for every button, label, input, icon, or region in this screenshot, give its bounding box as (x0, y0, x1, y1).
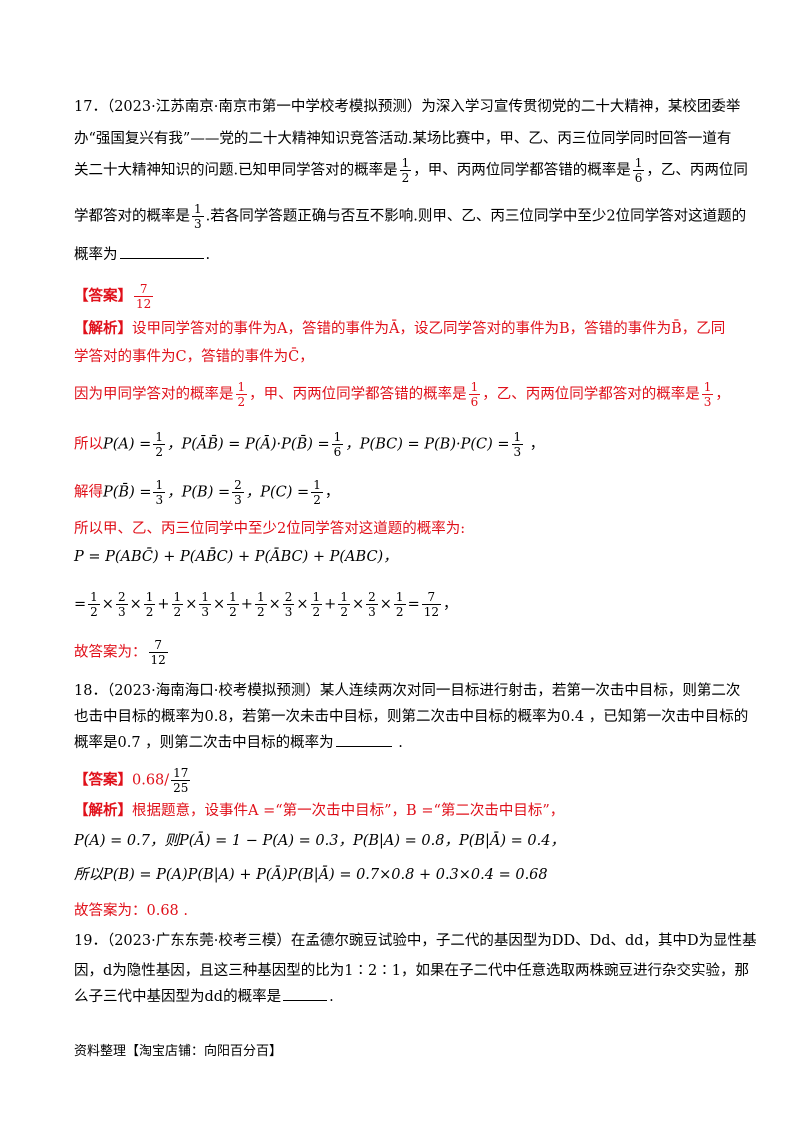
analysis-text: 因为甲同学答对的概率是 (74, 386, 234, 403)
q17-line-2: 办“强国复兴有我”——党的二十大精神知识竞答活动.某场比赛中，甲、乙、丙三位同学… (74, 131, 732, 147)
q18-text: 概率是0.7 ，则第二次击中目标的概率为 (74, 735, 334, 751)
q17-text: 概率为 (74, 247, 118, 263)
q19-line-2: 因，d为隐性基因，且这三种基因型的比为1∶2∶1，如果在子二代中任意选取两株豌豆… (74, 963, 749, 979)
analysis-text: 根据题意，设事件A =“第一次击中目标”，B =“第二次击中目标”， (132, 803, 565, 819)
q17-text: ，甲、丙两位同学都答错的概率是 (413, 162, 631, 179)
q17-text: 关二十大精神知识的问题.已知甲同学答对的概率是 (74, 162, 398, 179)
answer-text: 0.68/ (132, 772, 170, 789)
analysis-text: 故答案为： (74, 644, 147, 661)
formula: ，P(BC) = P(B)·P(C) = (345, 436, 510, 453)
analysis-tag: 【解析】 (74, 802, 132, 819)
q17-analysis-7: P = P(ABC̄) + P(AB̄C) + P(ĀBC) + P(ABC)， (74, 549, 398, 565)
q17-text: .若各同学答题正确与否互不影响.则甲、乙、丙三位同学中至少2位同学答对这道题的 (205, 208, 747, 225)
analysis-text: ，甲、丙两位同学都答错的概率是 (249, 386, 467, 403)
footer-note: 资料整理【淘宝店铺：向阳百分百】 (74, 1044, 283, 1059)
q17-analysis-6: 所以甲、乙、丙三位同学中至少2位同学答对这道题的概率为: (74, 521, 466, 537)
formula: ，P(ĀB̄) = P(Ā)·P(B̄) = (166, 436, 330, 453)
answer-blank (283, 986, 328, 1001)
answer-blank (335, 732, 392, 747)
q18-analysis-4: 故答案为：0.68 . (74, 903, 189, 919)
formula: ，P(B) = (167, 484, 231, 501)
q18-line-3: 概率是0.7 ，则第二次击中目标的概率为 . (74, 732, 403, 754)
analysis-text: 解得 (74, 484, 103, 501)
formula: P(B̄) = (103, 484, 152, 501)
analysis-tag: 【解析】 (74, 320, 132, 337)
q19-text: 么子三代中基因型为dd的概率是 (74, 989, 282, 1005)
q19-line-1: 19．（2023·广东东莞·校考三模）在孟德尔豌豆试验中，子二代的基因型为DD、… (74, 933, 757, 949)
q19-line-3: 么子三代中基因型为dd的概率是. (74, 986, 334, 1008)
q17-analysis-2: 学答对的事件为C，答错的事件为C̄， (74, 349, 314, 365)
answer-tag: 【答案】 (74, 287, 132, 305)
answer-tag: 【答案】 (74, 771, 132, 789)
q17-line-1: 17．（2023·江苏南京·南京市第一中学校考模拟预测）为深入学习宣传贯彻党的二… (74, 99, 741, 115)
q18-line-2: 也击中目标的概率为0.8，若第一次未击中目标，则第二次击中目标的概率为0.4 ，… (74, 709, 749, 725)
q18-analysis-2: P(A) = 0.7，则P(Ā) = 1 − P(A) = 0.3，P(B|A)… (74, 833, 565, 849)
analysis-text: 设甲同学答对的事件为A，答错的事件为Ā，设乙同学答对的事件为B，答错的事件为B̄… (132, 321, 726, 337)
analysis-text: ，乙、丙两位同学都答对的概率是 (482, 386, 700, 403)
analysis-text: 所以 (74, 436, 103, 453)
answer-blank (119, 244, 204, 259)
q17-analysis-1: 【解析】设甲同学答对的事件为A，答错的事件为Ā，设乙同学答对的事件为B，答错的事… (74, 318, 725, 340)
formula: P(A) = (103, 436, 152, 453)
q17-text: ，乙、丙两位同 (646, 162, 748, 179)
formula: ，P(C) = (245, 484, 310, 501)
q18-analysis-1: 【解析】根据题意，设事件A =“第一次击中目标”，B =“第二次击中目标”， (74, 800, 564, 822)
q18-analysis-3: 所以P(B) = P(A)P(B|A) + P(Ā)P(B|Ā) = 0.7×0… (74, 867, 548, 883)
q17-line-5: 概率为. (74, 244, 210, 266)
q18-line-1: 18．（2023·海南海口·校考模拟预测）某人连续两次对同一目标进行射击，若第一… (74, 683, 741, 699)
q17-text: 学都答对的概率是 (74, 208, 190, 225)
